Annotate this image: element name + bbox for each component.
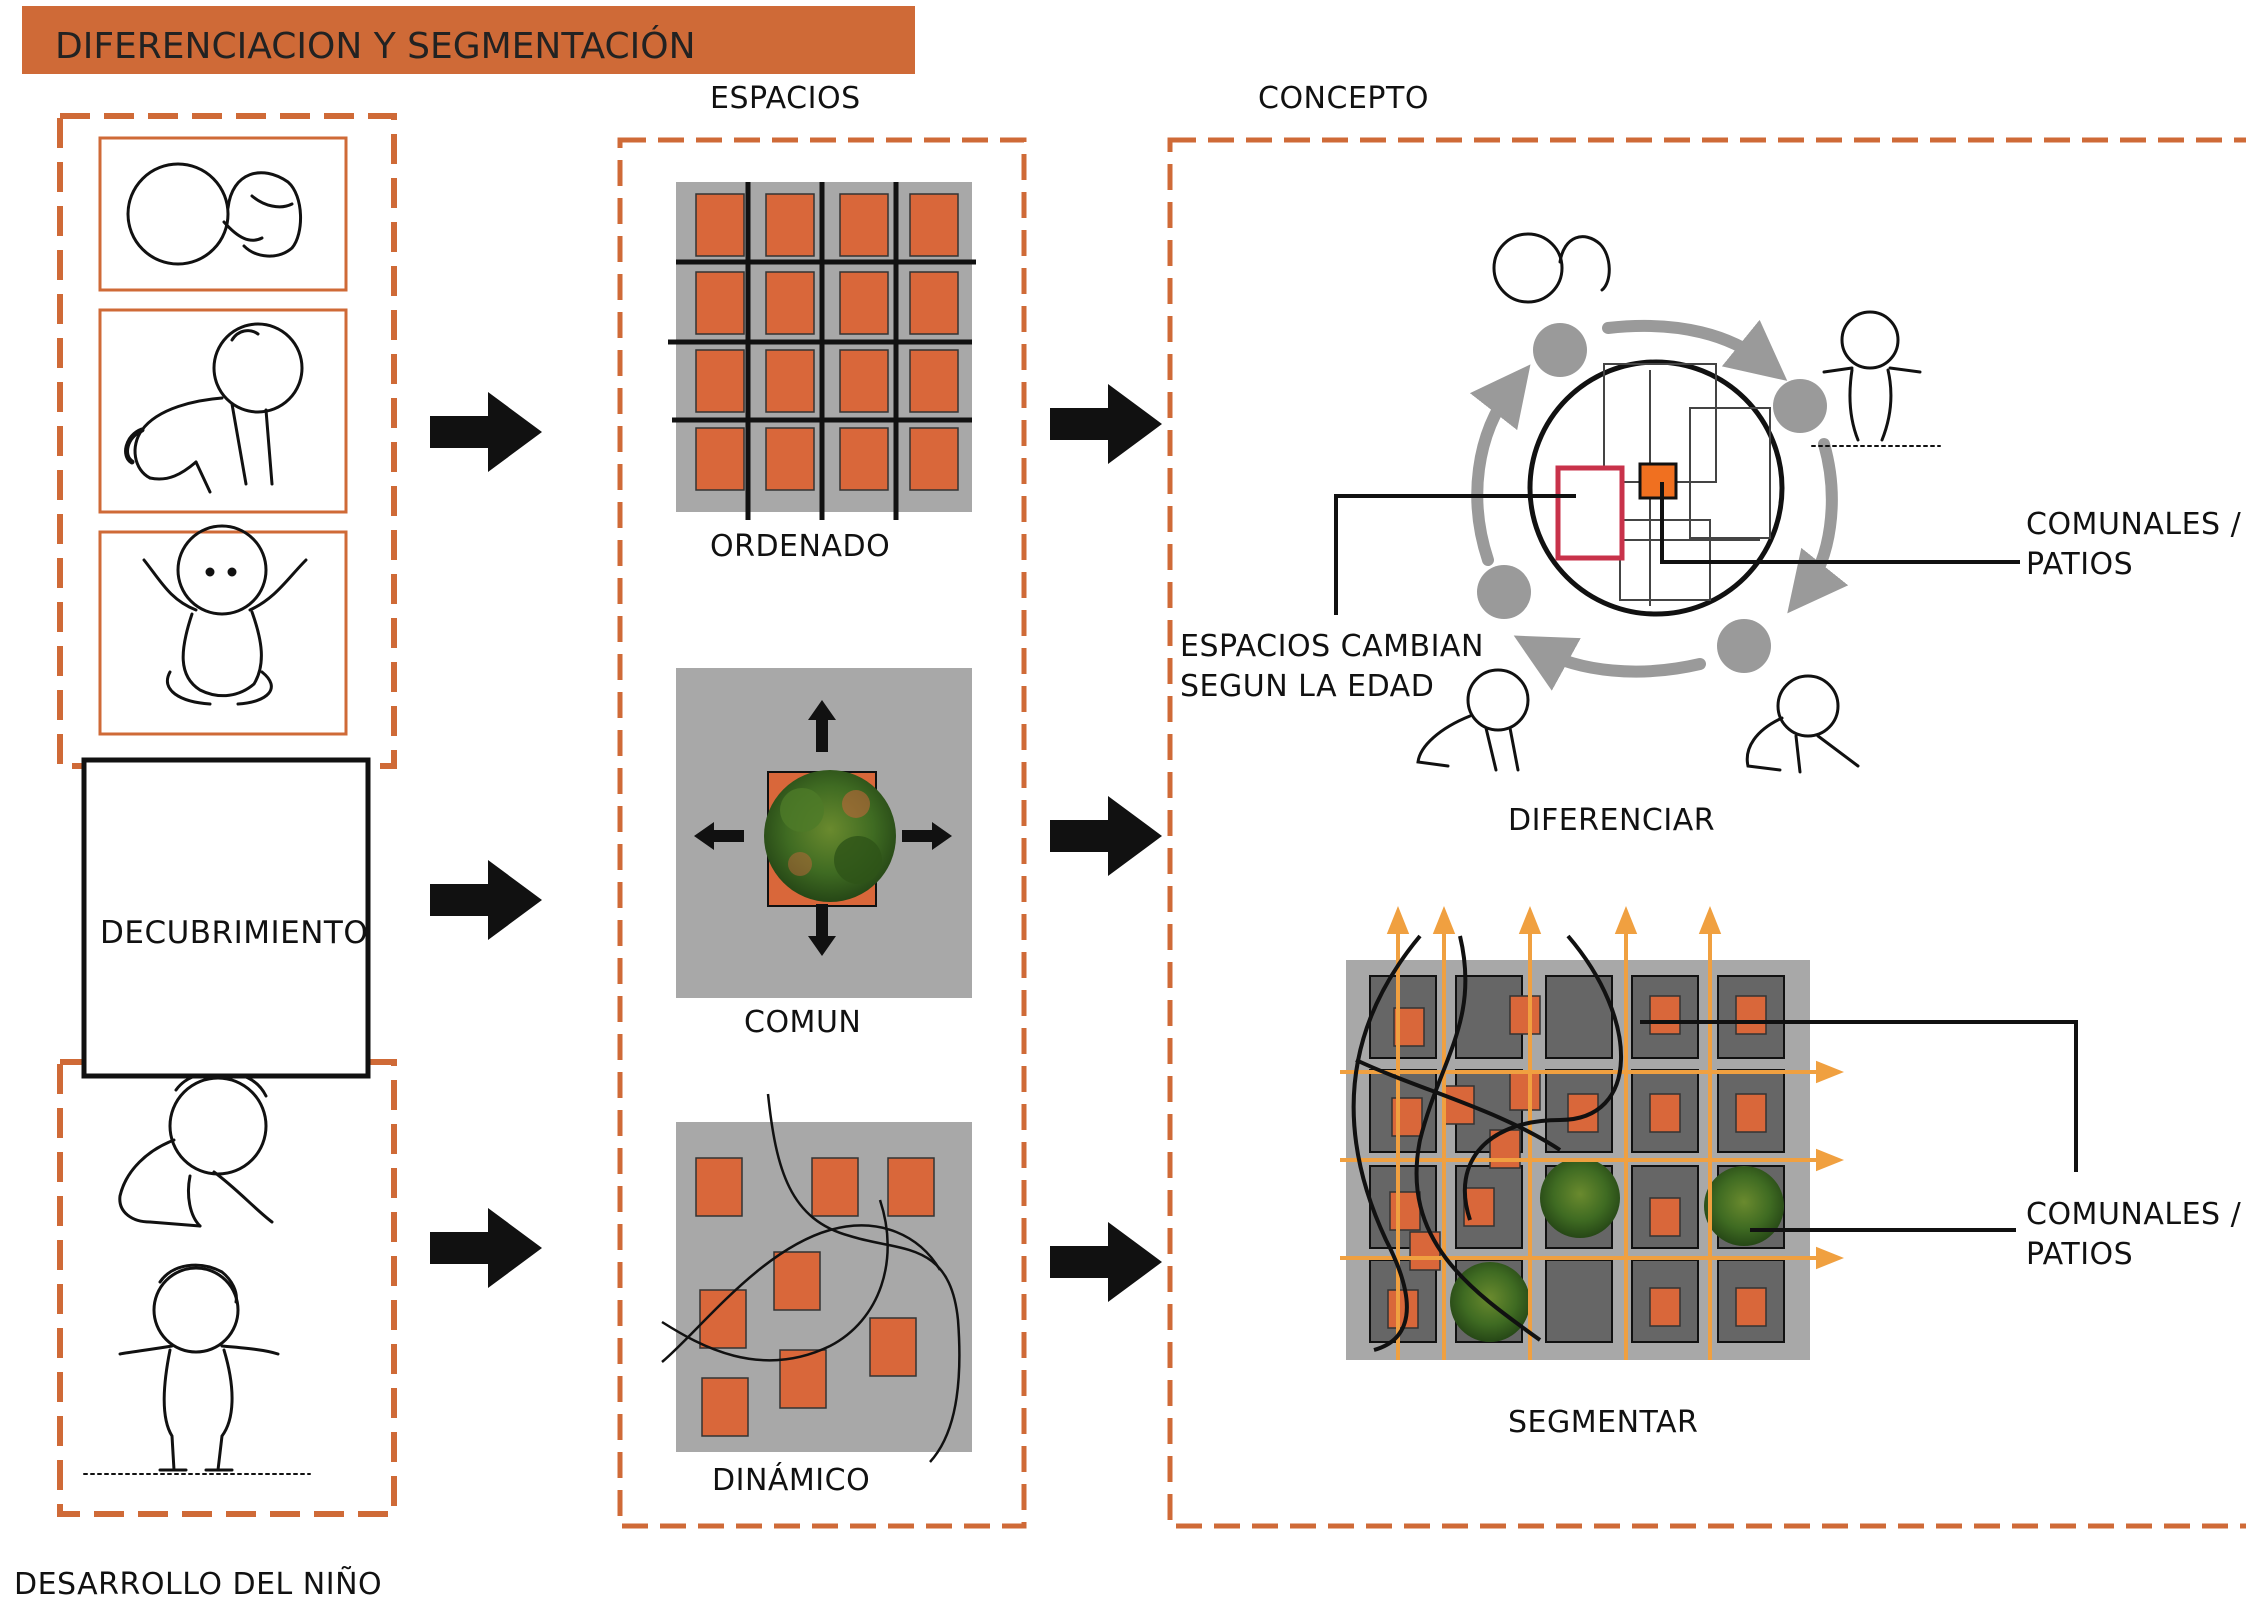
space-block: [1509, 995, 1541, 1035]
space-block: [1649, 1287, 1681, 1327]
space-block: [909, 271, 959, 335]
right-arrow-icon: [1050, 384, 1162, 464]
space-block: [765, 271, 815, 335]
development-heading: DESARROLLO DEL NIÑO: [14, 1567, 383, 1602]
space-block: [695, 271, 745, 335]
callout-patios-bottom-line2: PATIOS: [2026, 1237, 2134, 1272]
space-block: [1389, 1191, 1421, 1231]
space-block: [909, 349, 959, 413]
segment-label: SEGMENTAR: [1508, 1405, 1699, 1440]
dynamic-panel: [661, 1093, 972, 1463]
space-block: [695, 427, 745, 491]
callout-patios-top-line2: PATIOS: [2026, 547, 2134, 582]
space-block: [1735, 1287, 1767, 1327]
concept-column: [1167, 137, 2246, 1529]
space-block: [1409, 1231, 1441, 1271]
space-block: [701, 1377, 749, 1437]
differentiate-diagram: [1334, 232, 2020, 774]
callout-patios-top-line1: COMUNALES /: [2026, 507, 2242, 542]
spaces-column: [617, 137, 1027, 1529]
baby-crawling-icon: [1745, 674, 1860, 774]
page-title: DIFERENCIACION Y SEGMENTACIÓN: [55, 26, 696, 67]
space-block: [765, 427, 815, 491]
baby-lying-icon: [1492, 232, 1611, 304]
baby-standing-icon: [1811, 310, 1941, 447]
space-block: [1649, 995, 1681, 1035]
segment-diagram: [1340, 906, 2078, 1360]
baby-lying-icon: [126, 162, 303, 266]
baby-crawling-icon: [1416, 668, 1530, 772]
space-block: [1649, 1197, 1681, 1237]
right-arrow-icon: [1050, 1222, 1162, 1302]
spaces-heading: ESPACIOS: [710, 81, 861, 116]
tree-icon: [764, 770, 896, 902]
space-block: [765, 193, 815, 257]
right-arrow-icon: [430, 1208, 542, 1288]
grid-cell: [1545, 975, 1613, 1059]
callout-age-line1: ESPACIOS CAMBIAN: [1180, 629, 1484, 664]
space-block: [765, 349, 815, 413]
space-block: [839, 349, 889, 413]
differentiate-label: DIFERENCIAR: [1508, 803, 1716, 838]
baby-crawling-icon: [118, 1072, 274, 1228]
space-block: [1735, 995, 1767, 1035]
space-block: [1649, 1093, 1681, 1133]
space-block: [909, 193, 959, 257]
space-block: [1735, 1093, 1767, 1133]
space-block: [909, 427, 959, 491]
space-block: [869, 1317, 917, 1377]
title-banner: [22, 6, 915, 74]
grid-cell: [1631, 1069, 1699, 1153]
space-block: [887, 1157, 935, 1217]
space-block: [839, 427, 889, 491]
callout-age-line2: SEGUN LA EDAD: [1180, 669, 1435, 704]
grid-cell: [1545, 1259, 1613, 1343]
baby-crawling-icon: [124, 322, 304, 494]
flow-arrows: [430, 384, 1162, 1302]
concept-heading: CONCEPTO: [1258, 81, 1429, 116]
space-label-ordered: ORDENADO: [710, 529, 891, 564]
baby-standing-icon: [83, 1263, 311, 1475]
space-block: [1509, 1071, 1541, 1111]
baby-sitting-icon: [142, 524, 308, 706]
right-arrow-icon: [1050, 796, 1162, 876]
development-column: [57, 113, 397, 1517]
stage-label: DECUBRIMIENTO: [100, 915, 369, 951]
space-block: [695, 1157, 743, 1217]
space-block: [811, 1157, 859, 1217]
space-label-dynamic: DINÁMICO: [712, 1463, 871, 1498]
space-block: [839, 271, 889, 335]
common-panel: [676, 668, 972, 998]
callout-patios-bottom-line1: COMUNALES /: [2026, 1197, 2242, 1232]
space-block: [695, 349, 745, 413]
tree-icon: [1450, 1158, 1784, 1342]
space-block: [773, 1251, 821, 1311]
right-arrow-icon: [430, 860, 542, 940]
ordered-panel: [668, 182, 976, 520]
right-arrow-icon: [430, 392, 542, 472]
space-block: [839, 193, 889, 257]
space-block: [695, 193, 745, 257]
space-label-common: COMUN: [744, 1005, 862, 1040]
